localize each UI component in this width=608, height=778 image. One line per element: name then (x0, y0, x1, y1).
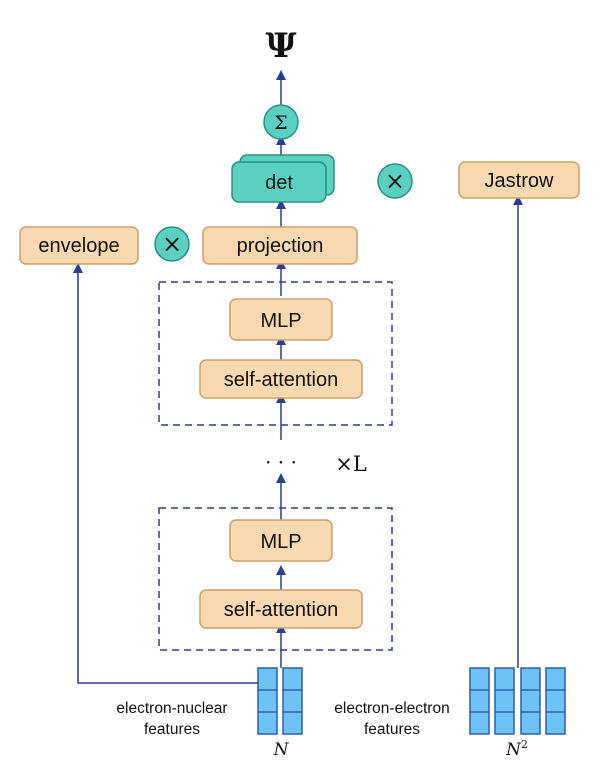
multiply-symbol-right: × (385, 167, 405, 195)
main-arrows (73, 70, 523, 684)
repeat-dots: · · · (265, 450, 297, 474)
multiply-symbol-left: × (162, 230, 182, 258)
envelope-node: envelope (19, 226, 139, 265)
electron-electron-dim: N2 (505, 738, 528, 760)
multiply-circle-left (154, 226, 190, 262)
electron-nuclear-dim: N (273, 740, 290, 760)
block-bottom-frame (158, 507, 393, 651)
feature-column (257, 667, 278, 735)
jastrow-box (458, 161, 580, 199)
det-node: det (231, 154, 335, 203)
block-top-frame (158, 281, 393, 426)
det-box-front (231, 161, 327, 203)
envelope-box (19, 226, 139, 265)
mlp-top-label: MLP (260, 310, 301, 332)
feature-column (520, 667, 541, 735)
electron-nuclear-label-line1: electron-nuclear (116, 700, 227, 717)
attention-top-box (199, 359, 363, 399)
transformer-block-top: MLP self-attention (158, 281, 393, 426)
multiply-node-right: × (377, 163, 413, 199)
feature-column (545, 667, 566, 735)
feature-column (282, 667, 303, 735)
projection-box (202, 226, 358, 265)
electron-electron-features (469, 667, 566, 735)
multiply-node-left: × (154, 226, 190, 262)
sum-circle (263, 104, 299, 140)
electron-electron-label-line2: features (364, 721, 420, 738)
electron-electron-dim-exp: 2 (521, 738, 528, 751)
envelope-label: envelope (38, 235, 119, 257)
det-label: det (265, 172, 293, 194)
mlp-bottom-label: MLP (260, 531, 301, 553)
jastrow-label: Jastrow (485, 170, 554, 192)
sum-node: Σ (263, 104, 299, 140)
projection-label: projection (237, 235, 324, 257)
feature-column (469, 667, 490, 735)
mlp-top-box (229, 298, 333, 341)
attention-top-label: self-attention (224, 369, 339, 391)
psi-symbol: Ψ (265, 26, 296, 66)
electron-electron-dim-base: N (505, 740, 522, 760)
attention-bottom-label: self-attention (224, 599, 339, 621)
feature-column (494, 667, 515, 735)
projection-node: projection (202, 226, 358, 265)
electron-electron-label-line1: electron-electron (334, 700, 449, 717)
sum-symbol: Σ (274, 112, 287, 134)
mlp-bottom-box (229, 519, 333, 562)
repeat-label: ×L (335, 452, 367, 476)
transformer-block-bottom: MLP self-attention (158, 507, 393, 651)
electron-nuclear-label-line2: features (144, 721, 200, 738)
attention-bottom-box (199, 589, 363, 629)
multiply-circle-right (377, 163, 413, 199)
jastrow-node: Jastrow (458, 161, 580, 199)
electron-nuclear-features (257, 667, 303, 735)
